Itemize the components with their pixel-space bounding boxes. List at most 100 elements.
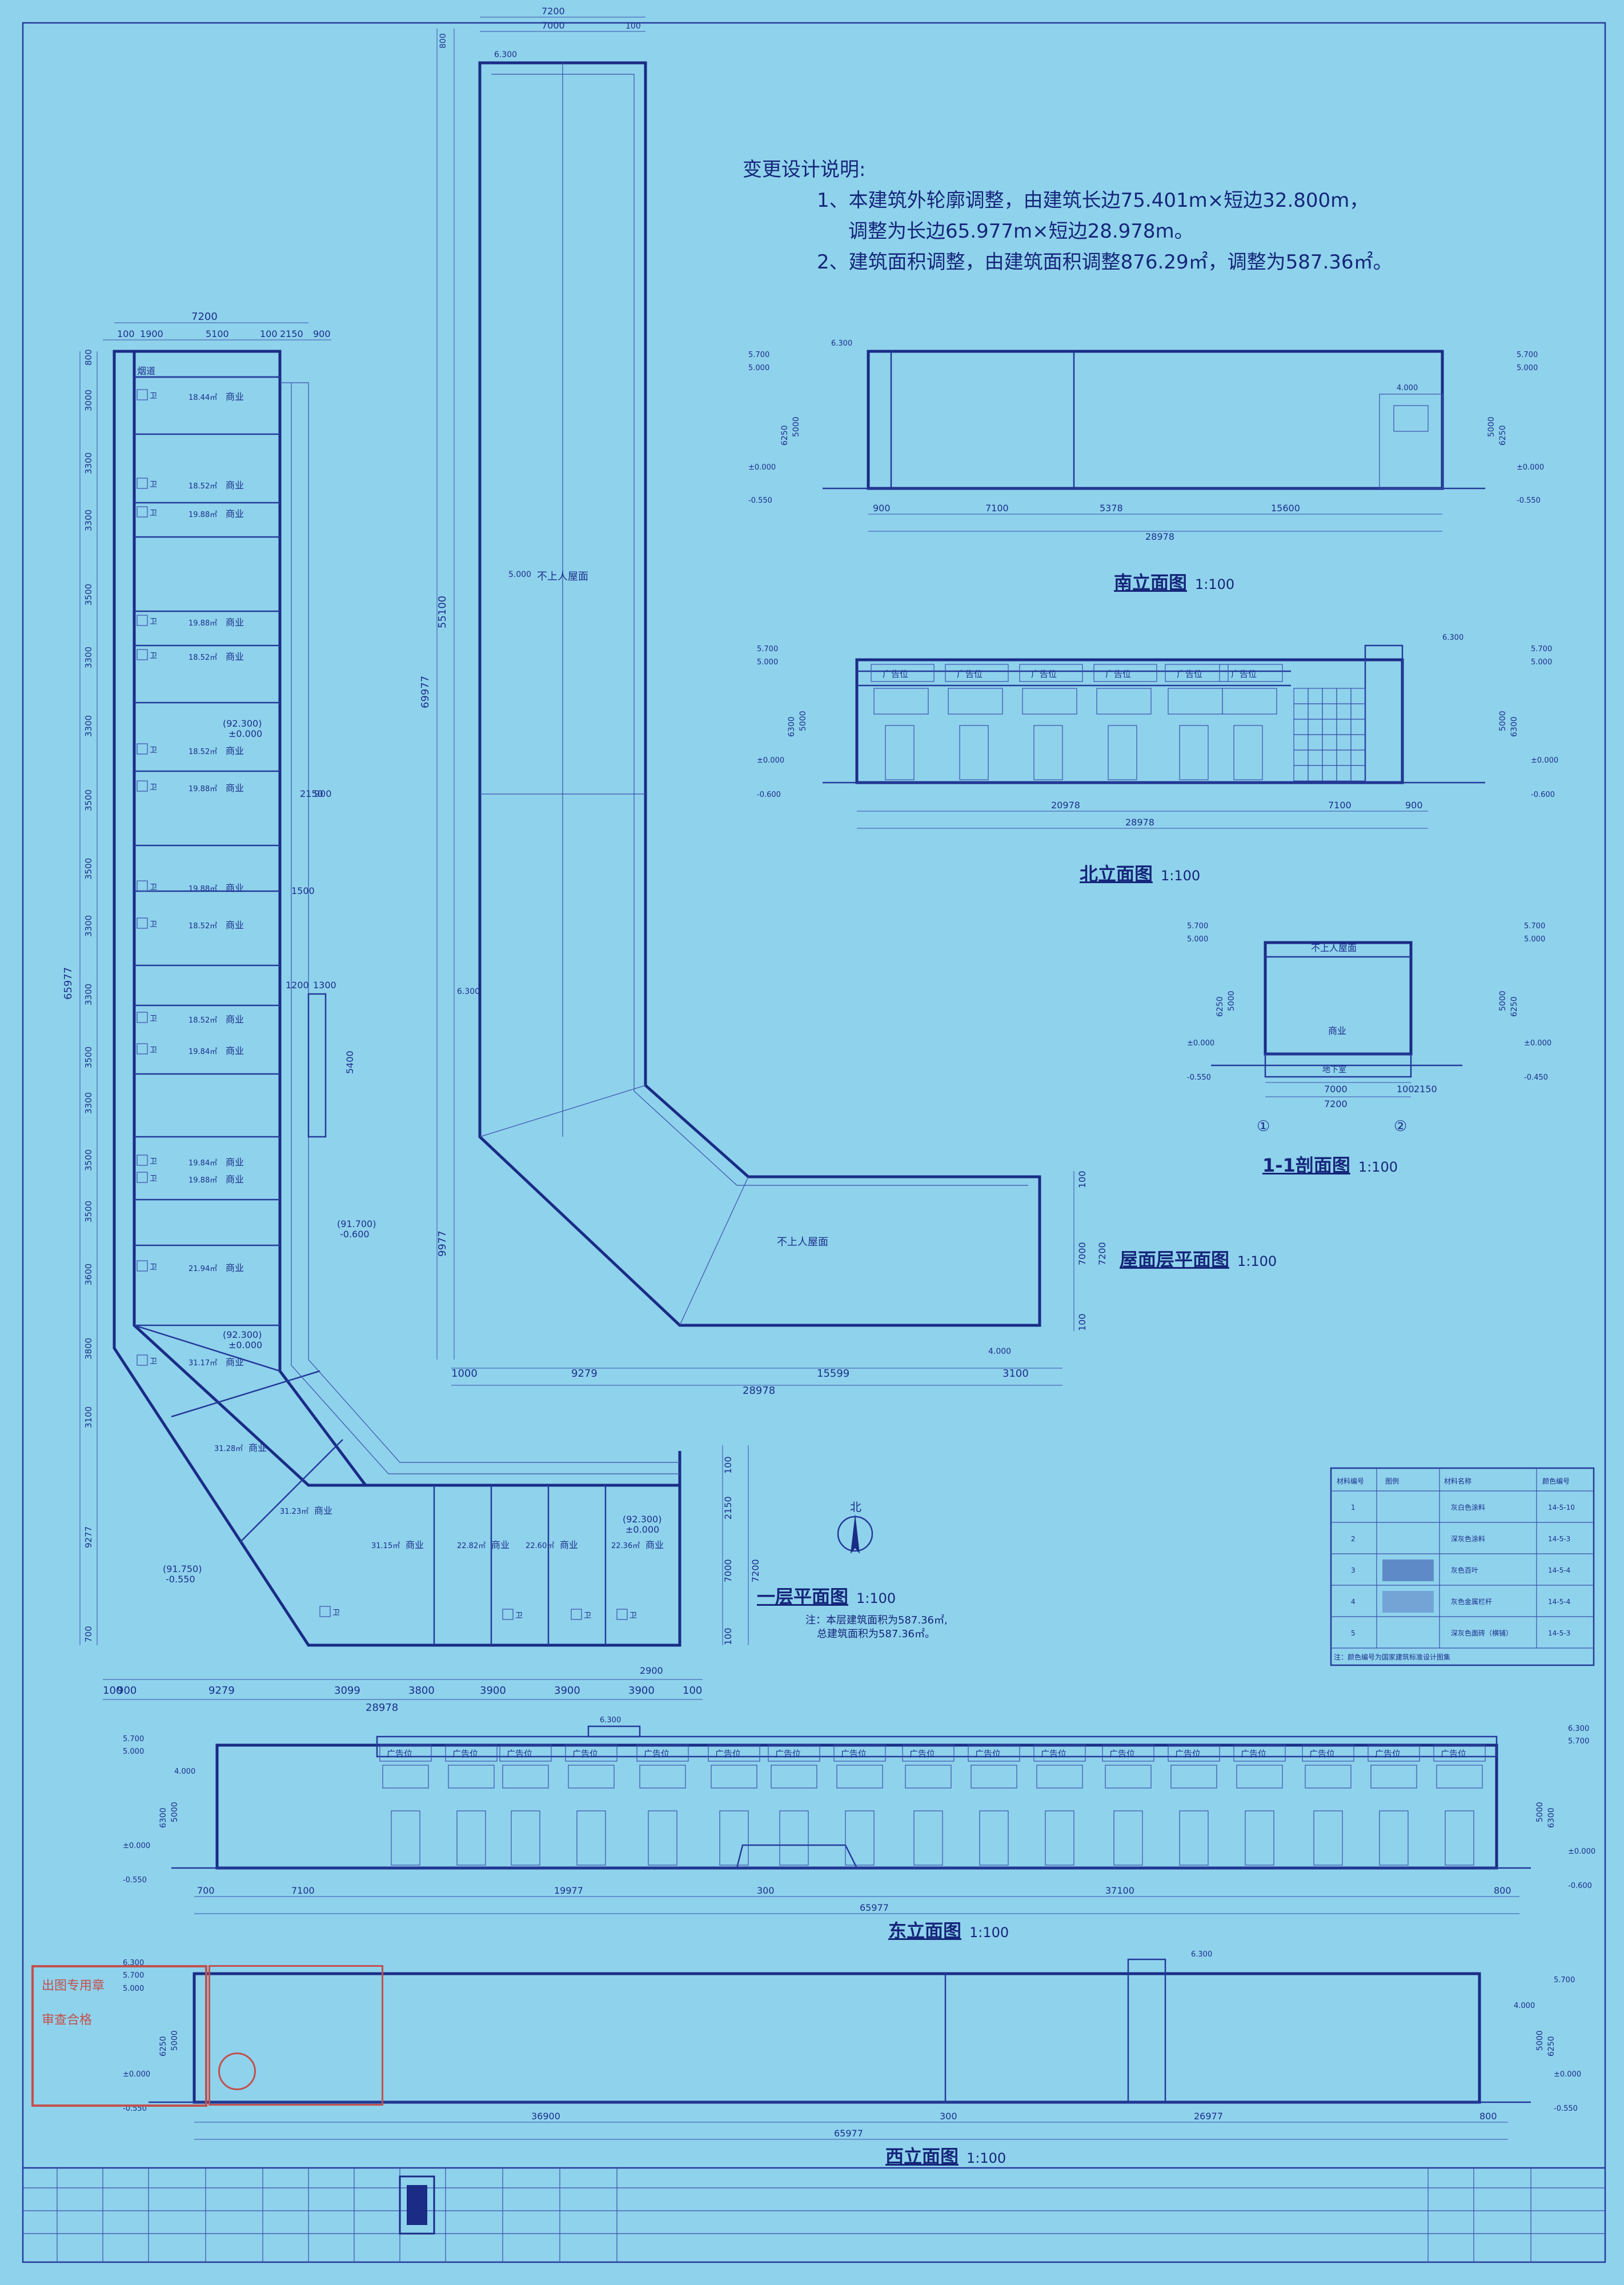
door: [648, 1810, 677, 1866]
elev-mark: 5.700: [1554, 1976, 1575, 1985]
dim-28978: 28978: [1125, 817, 1154, 828]
toilet-box: [137, 1012, 148, 1023]
dim-15599: 15599: [817, 1368, 849, 1380]
toilet-label: 卫: [150, 920, 157, 929]
elev-mark: 5.000: [508, 570, 531, 579]
elev-mark: 5.700: [757, 645, 778, 654]
dim-9279: 9279: [571, 1368, 598, 1380]
wall-tile: [1336, 734, 1352, 751]
north-elev-bays: 广告位广告位广告位广告位广告位广告位: [871, 664, 1283, 780]
south-elev-body: [867, 350, 1444, 490]
north-elev-tiles: [1293, 688, 1366, 781]
east-elev-fascia: [376, 1735, 1498, 1758]
west-elev-tower: [1127, 1958, 1166, 2103]
spot-level: ±0.000: [625, 1524, 659, 1535]
room-area: 19.88㎡: [189, 619, 217, 628]
elev-mark: 4.000: [1514, 2002, 1535, 2010]
legend-swatch: [1382, 1591, 1434, 1613]
design-stamp: [208, 1965, 383, 2106]
ad-panel: [636, 1745, 689, 1762]
dim-value: 9277: [83, 1526, 94, 1548]
toilet-box: [616, 1609, 628, 1620]
dim-6300: 6300: [787, 716, 796, 737]
elev-mark: 5.700: [748, 351, 769, 359]
room-name: 商业: [248, 1442, 267, 1453]
elev-mark: -0.550: [123, 1876, 147, 1885]
elev-mark: ±0.000: [1568, 1847, 1595, 1856]
toilet-box: [502, 1609, 514, 1620]
dim-2150: 2150: [300, 788, 323, 799]
logo-mark: [399, 2175, 435, 2235]
north-title-text: 北立面图: [1080, 863, 1153, 885]
window: [1170, 1765, 1217, 1789]
legend-name: 灰白色涂料: [1451, 1503, 1485, 1512]
dim-5000: 5000: [170, 2030, 179, 2051]
wall-tile: [1308, 688, 1323, 704]
toilet-label: 卫: [150, 1046, 157, 1055]
elev-mark: 4.000: [1397, 384, 1418, 392]
dim-65977: 65977: [62, 967, 74, 1000]
dim-15600: 15600: [1271, 503, 1300, 514]
dim-9977: 9977: [436, 1230, 448, 1257]
room-name: 商业: [226, 617, 244, 628]
room-area: 19.88㎡: [189, 785, 217, 793]
toilet-box: [137, 615, 148, 626]
elev-mark: ±0.000: [1187, 1039, 1214, 1048]
room-name: 商业: [226, 883, 244, 893]
ad-panel: [1102, 1745, 1154, 1762]
window: [1222, 688, 1277, 715]
toilet-label: 卫: [150, 1263, 157, 1272]
dim-100: 100: [103, 1685, 122, 1697]
spot-level: (92.300): [623, 1514, 661, 1525]
review-stamp-line2: 审查合格: [42, 2013, 93, 2027]
legend-no: 4: [1351, 1598, 1356, 1606]
dim-value: 3300: [83, 510, 94, 531]
ground-note-line1: 注：本层建筑面积为587.36㎡,: [805, 1614, 948, 1626]
legend-table: [1330, 1467, 1595, 1666]
dim-100: 100: [723, 1627, 733, 1645]
dim-900: 900: [117, 1685, 137, 1697]
north-title-scale: 1:100: [1161, 868, 1201, 884]
logo-mark-fill: [407, 2185, 427, 2225]
legend-name: 深灰色面砖（横铺）: [1451, 1629, 1513, 1637]
spot-level: -0.550: [166, 1574, 195, 1585]
dim-5378: 5378: [1100, 503, 1123, 514]
legend-header: 材料编号: [1337, 1477, 1364, 1485]
roof-parapet: [491, 74, 1028, 1186]
west-title-text: 西立面图: [885, 2146, 959, 2167]
room-name: 商业: [226, 1262, 244, 1273]
elev-mark: 4.000: [174, 1767, 195, 1776]
dim-55100: 55100: [436, 596, 448, 628]
east-elev-bays: 广告位广告位广告位广告位广告位广告位广告位广告位广告位广告位广告位广告位广告位广…: [379, 1745, 1486, 1866]
dim-value: 3300: [83, 984, 94, 1005]
toilet-label: 卫: [150, 480, 157, 489]
window: [948, 688, 1003, 715]
south-title-text: 南立面图: [1114, 572, 1188, 594]
dim-7000: 7000: [1077, 1242, 1088, 1265]
roof-title-scale: 1:100: [1237, 1253, 1277, 1269]
room-area: 18.44㎡: [189, 394, 217, 402]
dim-value: 3300: [83, 915, 94, 937]
ad-panel: [1033, 1745, 1086, 1762]
room-area: 18.52㎡: [189, 748, 217, 756]
ad-label: 广告位: [1041, 1749, 1066, 1759]
elev-mark: 5.000: [748, 364, 769, 372]
elev-mark: 5.000: [1517, 364, 1538, 372]
door: [1045, 1810, 1074, 1866]
elev-mark: ±0.000: [757, 756, 784, 765]
window: [1236, 1765, 1283, 1789]
dim-7200: 7200: [191, 311, 218, 323]
ad-label: 广告位: [1309, 1749, 1335, 1759]
room-name: 商业: [314, 1505, 332, 1516]
dim-300: 300: [757, 1885, 775, 1896]
door: [511, 1810, 540, 1866]
elev-mark: -0.550: [1187, 1073, 1211, 1082]
window: [1096, 688, 1152, 715]
door: [456, 1810, 486, 1866]
spot-level: (91.750): [163, 1564, 202, 1574]
door: [913, 1810, 943, 1866]
